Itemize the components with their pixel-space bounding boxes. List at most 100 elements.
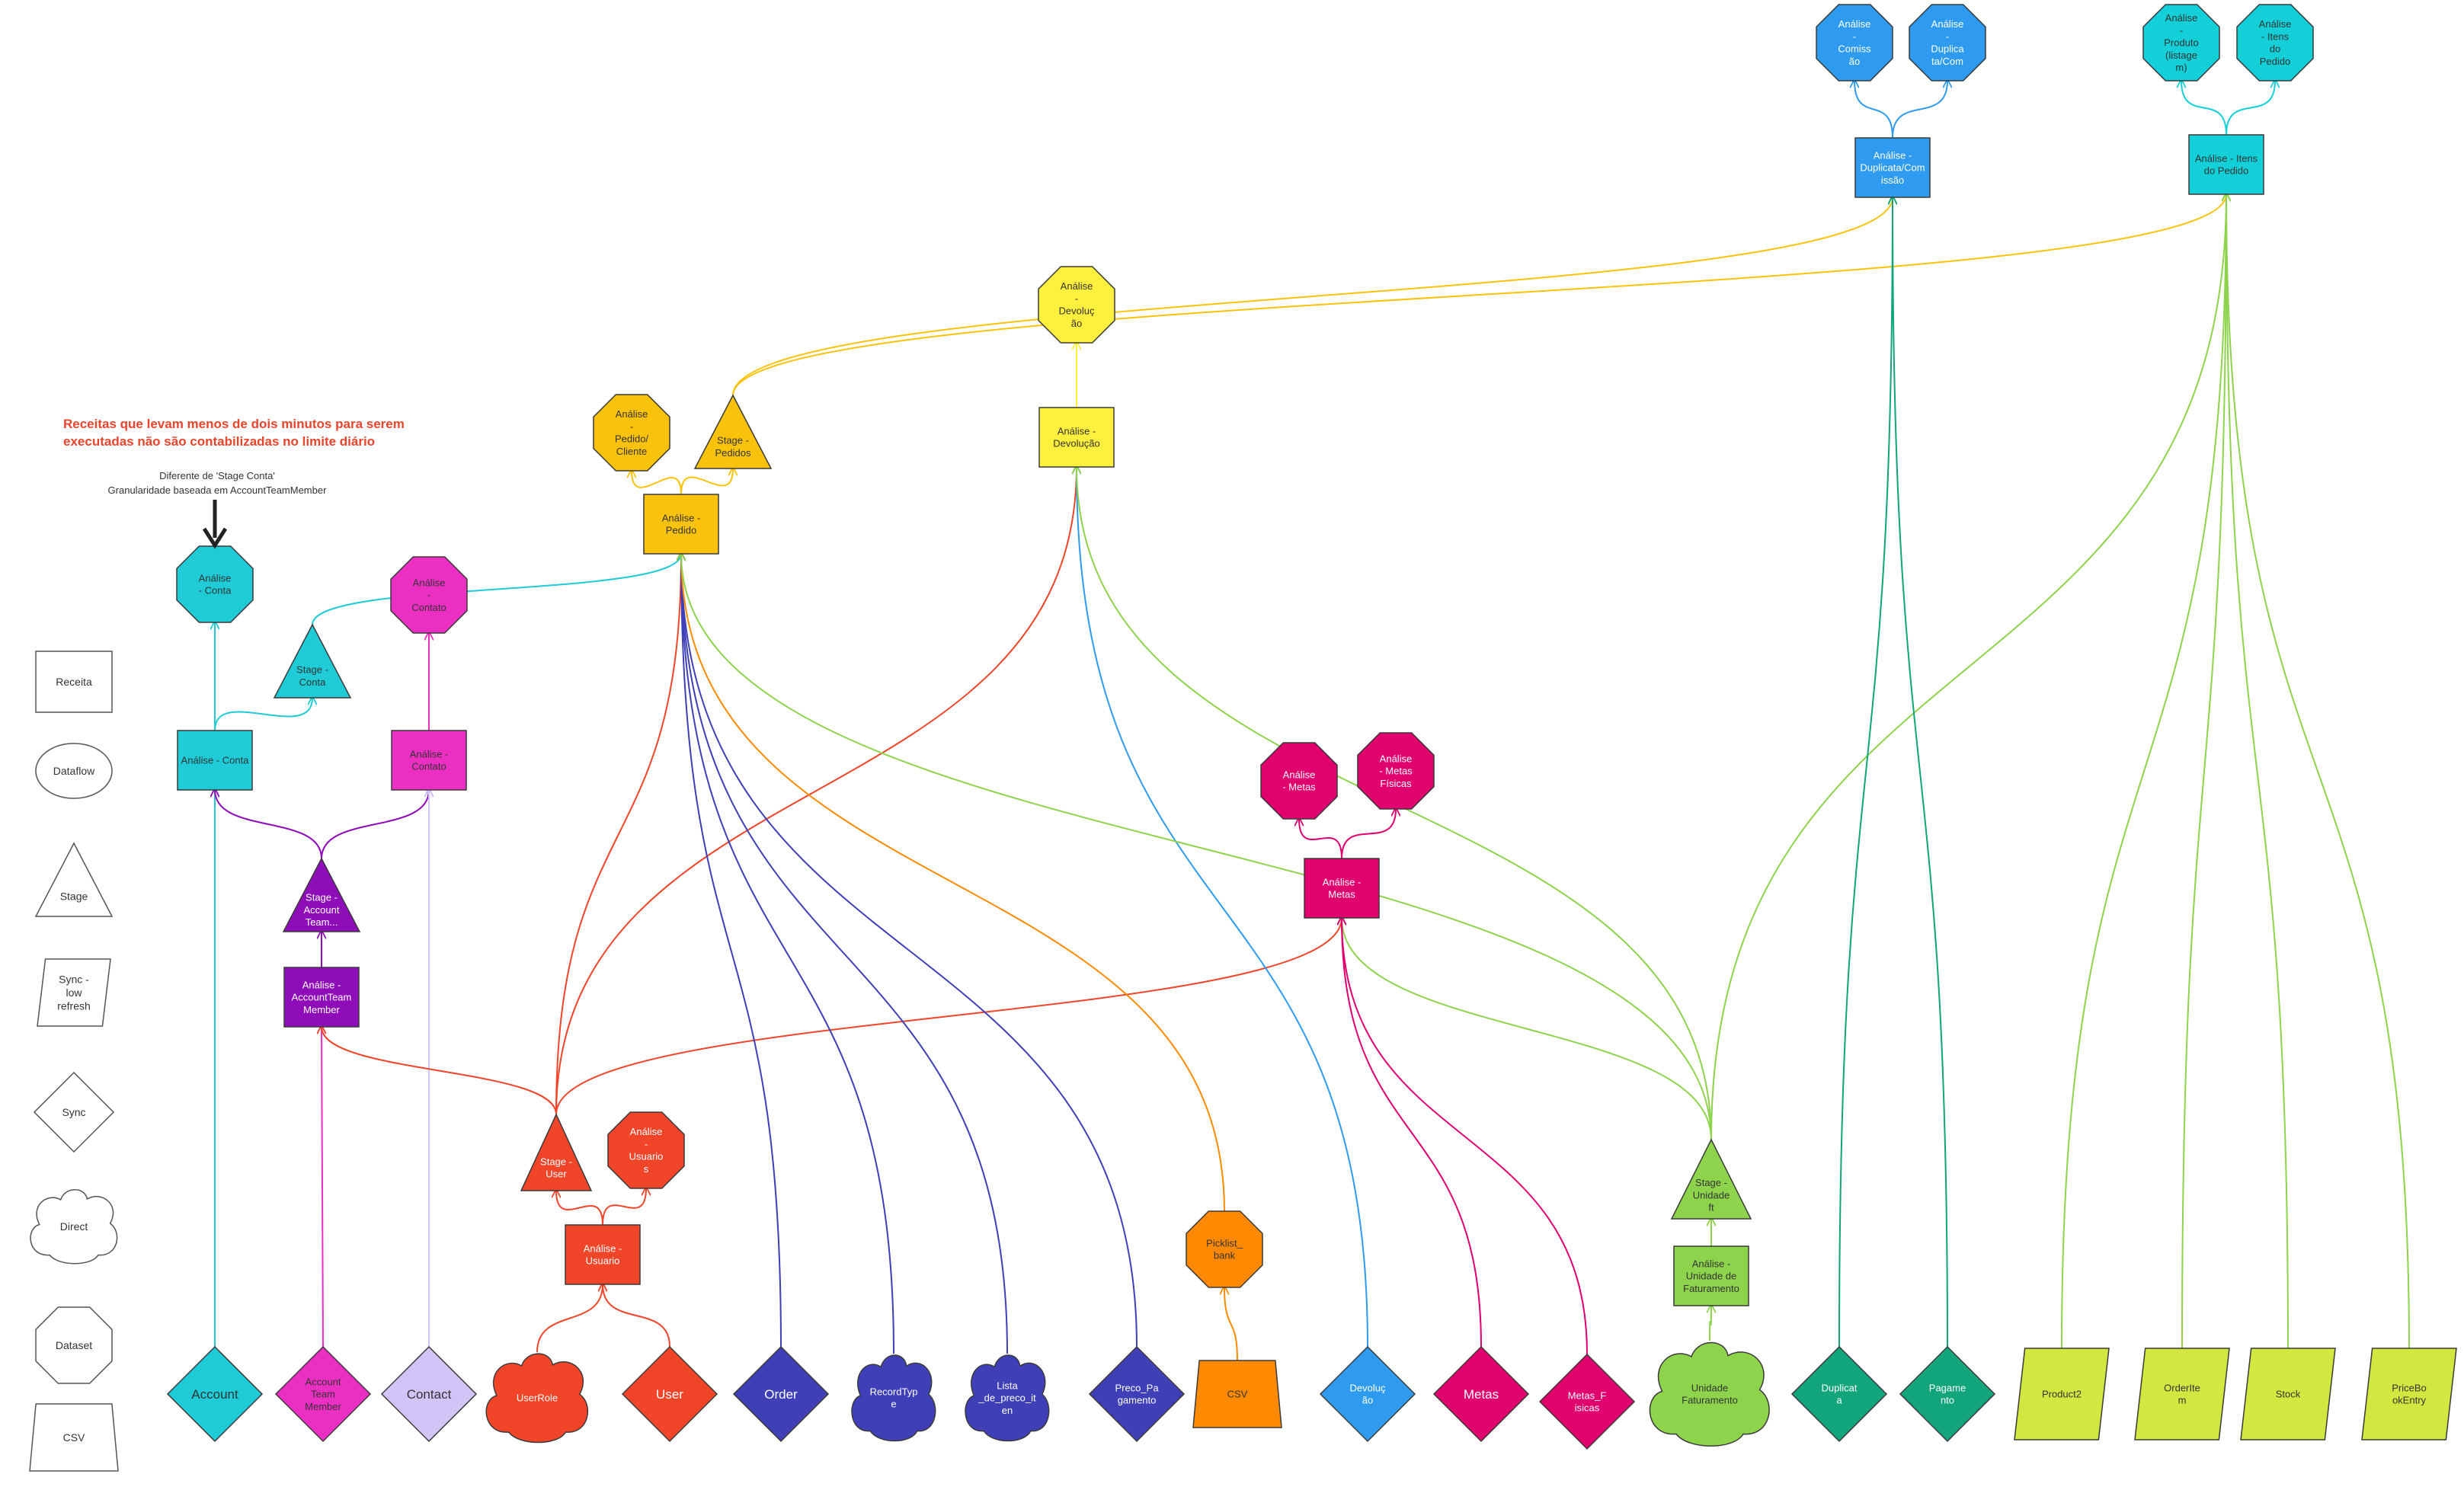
- node-csv[interactable]: CSV: [1192, 1360, 1282, 1428]
- node-label-csv: CSV: [1227, 1389, 1248, 1400]
- node-order[interactable]: Order: [732, 1345, 830, 1443]
- triangle-shape: [282, 857, 361, 932]
- octagon-shape: [593, 394, 670, 472]
- edge-s-account-to-r-contato: [321, 790, 429, 859]
- edge-s-user-to-r-pedido: [555, 554, 681, 1115]
- octagon-shape: [1186, 1210, 1263, 1288]
- node-r-pedido[interactable]: Análise -Pedido: [643, 494, 719, 555]
- node-metas[interactable]: Metas: [1432, 1345, 1530, 1443]
- node-r-devolucao[interactable]: Análise -Devolução: [1038, 407, 1115, 468]
- legend-parallelogram-shape: [37, 958, 111, 1027]
- node-account[interactable]: Account: [166, 1345, 264, 1443]
- edge-r-itens-to-d-produto: [2181, 81, 2227, 136]
- edge-order-to-r-pedido: [681, 554, 782, 1348]
- node-label-d-picklist: Picklist_bank: [1206, 1237, 1243, 1261]
- node-userrole[interactable]: UserRole: [485, 1353, 589, 1444]
- node-d-metas[interactable]: Análise- Metas: [1260, 742, 1338, 820]
- diamond-shape: [732, 1345, 830, 1443]
- node-d-picklist[interactable]: Picklist_bank: [1186, 1210, 1263, 1288]
- octagon-shape: [2142, 4, 2220, 82]
- rect-shape: [1304, 858, 1380, 919]
- edge-r-usuario-to-d-usuario: [602, 1188, 646, 1226]
- octagon-shape: [1260, 742, 1338, 820]
- node-product2[interactable]: Product2: [2014, 1348, 2110, 1440]
- edge-product2-to-r-itens: [2061, 194, 2226, 1349]
- edge-devolucao-to-r-devolucao: [1077, 467, 1368, 1348]
- parallelogram-shape: [2361, 1348, 2457, 1440]
- node-stock[interactable]: Stock: [2240, 1348, 2336, 1440]
- node-label-order: Order: [764, 1387, 798, 1402]
- edge-s-pedidos-to-r-itens: [732, 194, 2226, 396]
- node-d-pedido[interactable]: Análise-Pedido/Cliente: [593, 394, 670, 472]
- node-s-conta[interactable]: Stage -Conta: [273, 623, 352, 699]
- edge-stock-to-r-itens: [2226, 194, 2289, 1349]
- node-user[interactable]: User: [621, 1345, 718, 1443]
- node-label-s-conta: Stage -Conta: [296, 664, 328, 688]
- node-r-metas[interactable]: Análise -Metas: [1304, 858, 1380, 919]
- node-label-d-pedido: Análise-Pedido/Cliente: [615, 408, 648, 457]
- cloud-shape: [851, 1354, 936, 1442]
- edge-r-duplicata-to-d-duplicata: [1892, 81, 1947, 139]
- node-r-conta[interactable]: Análise - Conta: [177, 730, 253, 791]
- edge-preco-to-r-pedido: [681, 554, 1138, 1348]
- node-d-conta[interactable]: Análise- Conta: [176, 545, 254, 623]
- node-label-r-pedido: Análise -Pedido: [662, 512, 701, 536]
- node-s-pedidos[interactable]: Stage -Pedidos: [693, 394, 773, 469]
- node-s-user[interactable]: Stage -User: [520, 1113, 593, 1191]
- node-label-r-devolucao: Análise -Devolução: [1053, 425, 1099, 449]
- rect-shape: [1854, 137, 1931, 198]
- note-arrow-icon: [202, 500, 228, 549]
- diamond-shape: [166, 1345, 264, 1443]
- legend-item-stage: Stage: [34, 842, 114, 917]
- edge-s-account-to-r-conta: [215, 790, 322, 859]
- edge-d-picklist-to-r-pedido: [681, 554, 1225, 1212]
- edge-r-pedido-to-d-pedido: [632, 471, 682, 495]
- node-contact[interactable]: Contact: [380, 1345, 478, 1443]
- node-r-usuario[interactable]: Análise -Usuario: [565, 1224, 641, 1285]
- rect-shape: [177, 730, 253, 791]
- node-label-d-metas: Análise- Metas: [1282, 769, 1316, 792]
- edge-r-metas-to-d-metas-f: [1341, 809, 1396, 859]
- node-r-contato[interactable]: Análise -Contato: [391, 730, 467, 791]
- legend-item-receita: Receita: [35, 651, 113, 713]
- octagon-shape: [1816, 4, 1893, 82]
- node-d-contato[interactable]: Análise-Contato: [390, 556, 468, 634]
- rect-shape: [643, 494, 719, 555]
- triangle-shape: [520, 1113, 593, 1191]
- node-label-user: User: [656, 1387, 683, 1402]
- legend-ellipse-shape: [35, 743, 113, 799]
- node-label-userrole: UserRole: [517, 1392, 558, 1404]
- trapezoid-shape: [1192, 1360, 1282, 1428]
